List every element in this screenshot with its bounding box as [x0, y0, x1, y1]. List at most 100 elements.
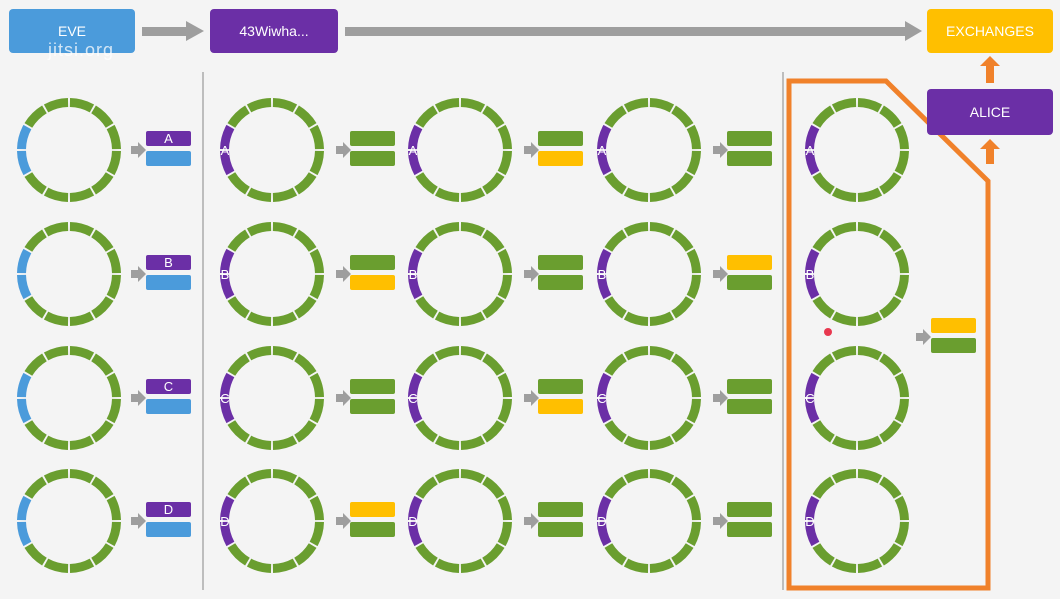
round-2-row-a-ring-letter: A: [409, 143, 418, 158]
eve-row-d-ring-segment: [106, 521, 121, 547]
round-1-row-c-ring-segment: [220, 398, 235, 424]
alice-row-a-ring-segment: [805, 124, 820, 150]
alice-row-d-ring-segment: [857, 469, 883, 484]
eve-row-d-top-bar: [146, 502, 191, 517]
alice-row-d-ring-segment: [831, 469, 857, 484]
alice-row-c-ring-segment: [812, 420, 835, 443]
round-1-row-d-ring-segment: [309, 495, 324, 521]
round-3-row-b-ring-segment: [649, 311, 675, 326]
alice-selection-outline: [786, 78, 991, 591]
eve-row-d-top-bar-label: D: [164, 502, 173, 517]
round-3-row-c-ring-segment: [597, 398, 612, 424]
round-2-row-d-ring-segment: [497, 495, 512, 521]
alice-label: ALICE: [969, 104, 1011, 120]
round-3-row-b-ring-segment: [597, 248, 612, 274]
round-2-row-c-ring-letter: C: [408, 391, 417, 406]
eve-row-a-ring-segment: [106, 124, 121, 150]
round-3-row-d-ring-segment: [671, 543, 694, 566]
round-1-row-a-bottom-bar: [350, 151, 395, 166]
round-2-row-b-ring-segment: [415, 296, 438, 319]
alice-row-c-ring-segment: [805, 398, 820, 424]
round-2-row-c-ring-segment: [460, 435, 486, 450]
round-2-row-c-arrow-head: [531, 390, 539, 406]
alice-row-b-ring-segment: [879, 296, 902, 319]
eve-row-a-ring-segment: [43, 98, 69, 113]
eve-row-c-arrow-shaft: [131, 394, 138, 402]
eve-box: EVE: [9, 9, 135, 53]
alice-to-exchanges-arrow-head: [980, 56, 1000, 66]
round-2-row-a-ring-segment: [434, 98, 460, 113]
round-3-row-a-ring-segment: [597, 124, 612, 150]
alice-row-c-ring-segment: [831, 346, 857, 361]
round-2-row-a-ring-segment: [497, 150, 512, 176]
eve-row-b-ring-segment: [91, 296, 114, 319]
round-1-row-c-ring-segment: [309, 398, 324, 424]
round-3-row-d-arrow-head: [720, 513, 728, 529]
eve-row-a-arrow-head: [138, 142, 146, 158]
round-2-row-a-ring-segment: [408, 150, 423, 176]
alice-row-b-ring-segment: [831, 311, 857, 326]
eve-row-a-ring-segment: [91, 105, 114, 128]
round-3-row-b-ring-segment: [597, 274, 612, 300]
round-3-row-d-ring-segment: [604, 476, 627, 499]
alice-row-c-ring-segment: [857, 435, 883, 450]
round-1-row-a-arrow-head: [343, 142, 351, 158]
round-1-row-a-ring-segment: [220, 124, 235, 150]
round-1-row-d-ring-segment: [309, 521, 324, 547]
round-1-row-b-ring-segment: [220, 248, 235, 274]
round-2-row-c-ring-segment: [415, 353, 438, 376]
round-2-row-c-arrow-shaft: [524, 394, 531, 402]
eve-row-d-ring-segment: [24, 476, 47, 499]
round-1-row-c-ring-letter: C: [220, 391, 229, 406]
round-2-row-b-ring-letter: B: [409, 267, 418, 282]
round-2-row-b-ring-segment: [408, 248, 423, 274]
round-2-row-a-bottom-bar: [538, 151, 583, 166]
round-3-row-d-ring-segment: [671, 476, 694, 499]
eve-row-c-ring-segment: [91, 353, 114, 376]
eve-row-a-ring-segment: [106, 150, 121, 176]
round-3-row-c-ring-segment: [649, 435, 675, 450]
alice-row-c-ring-segment: [894, 398, 909, 424]
round-3-row-a-ring-segment: [649, 187, 675, 202]
round-1-row-a-ring-segment: [294, 172, 317, 195]
eve-row-b-ring-segment: [17, 274, 32, 300]
round-2-row-d-ring-segment: [434, 469, 460, 484]
round-3-row-c-arrow-head: [720, 390, 728, 406]
alice-row-b-ring-segment: [857, 222, 883, 237]
round-1-row-d-bottom-bar: [350, 522, 395, 537]
alice-row-c-ring-segment: [857, 346, 883, 361]
round-2-row-d-ring-segment: [408, 521, 423, 547]
round-1-row-a-ring-segment: [246, 187, 272, 202]
eve-row-c-arrow-head: [138, 390, 146, 406]
round-2-row-c-ring-segment: [434, 435, 460, 450]
alice-row-a-ring-segment: [805, 150, 820, 176]
round-1-row-b-ring-segment: [220, 274, 235, 300]
round-2-row-b-ring-segment: [460, 311, 486, 326]
eve-row-a-ring-segment: [43, 187, 69, 202]
round-2-row-b-ring-segment: [497, 274, 512, 300]
alice-row-b-ring-segment: [812, 229, 835, 252]
eve-row-c-ring-segment: [69, 435, 95, 450]
eve-row-a-ring-segment: [17, 124, 32, 150]
round-1-row-d-ring-segment: [294, 543, 317, 566]
eve-row-b-ring-segment: [69, 311, 95, 326]
round-2-row-a-ring-segment: [415, 172, 438, 195]
round-3-row-d-ring-segment: [649, 469, 675, 484]
eve-row-c-ring-segment: [43, 435, 69, 450]
eve-row-d-arrow-shaft: [131, 517, 138, 525]
round-3-row-d-ring-segment: [597, 495, 612, 521]
round-3-row-d-ring-segment: [686, 495, 701, 521]
eve-row-d-ring-segment: [24, 543, 47, 566]
alice-row-b-ring-letter: B: [806, 267, 815, 282]
round-2-row-d-ring-letter: D: [408, 514, 417, 529]
eve-row-d-bottom-bar: [146, 522, 191, 537]
exchange-arrow-shaft: [345, 27, 907, 36]
eve-label: EVE: [57, 23, 86, 39]
alice-row-d-ring-segment: [894, 495, 909, 521]
round-2-row-c-top-bar: [538, 379, 583, 394]
round-3-row-b-arrow-head: [720, 266, 728, 282]
round-3-row-a-ring-segment: [604, 105, 627, 128]
round-3-row-b-arrow-shaft: [713, 270, 720, 278]
eve-arrow-shaft: [142, 27, 187, 36]
round-1-row-c-ring-segment: [246, 435, 272, 450]
